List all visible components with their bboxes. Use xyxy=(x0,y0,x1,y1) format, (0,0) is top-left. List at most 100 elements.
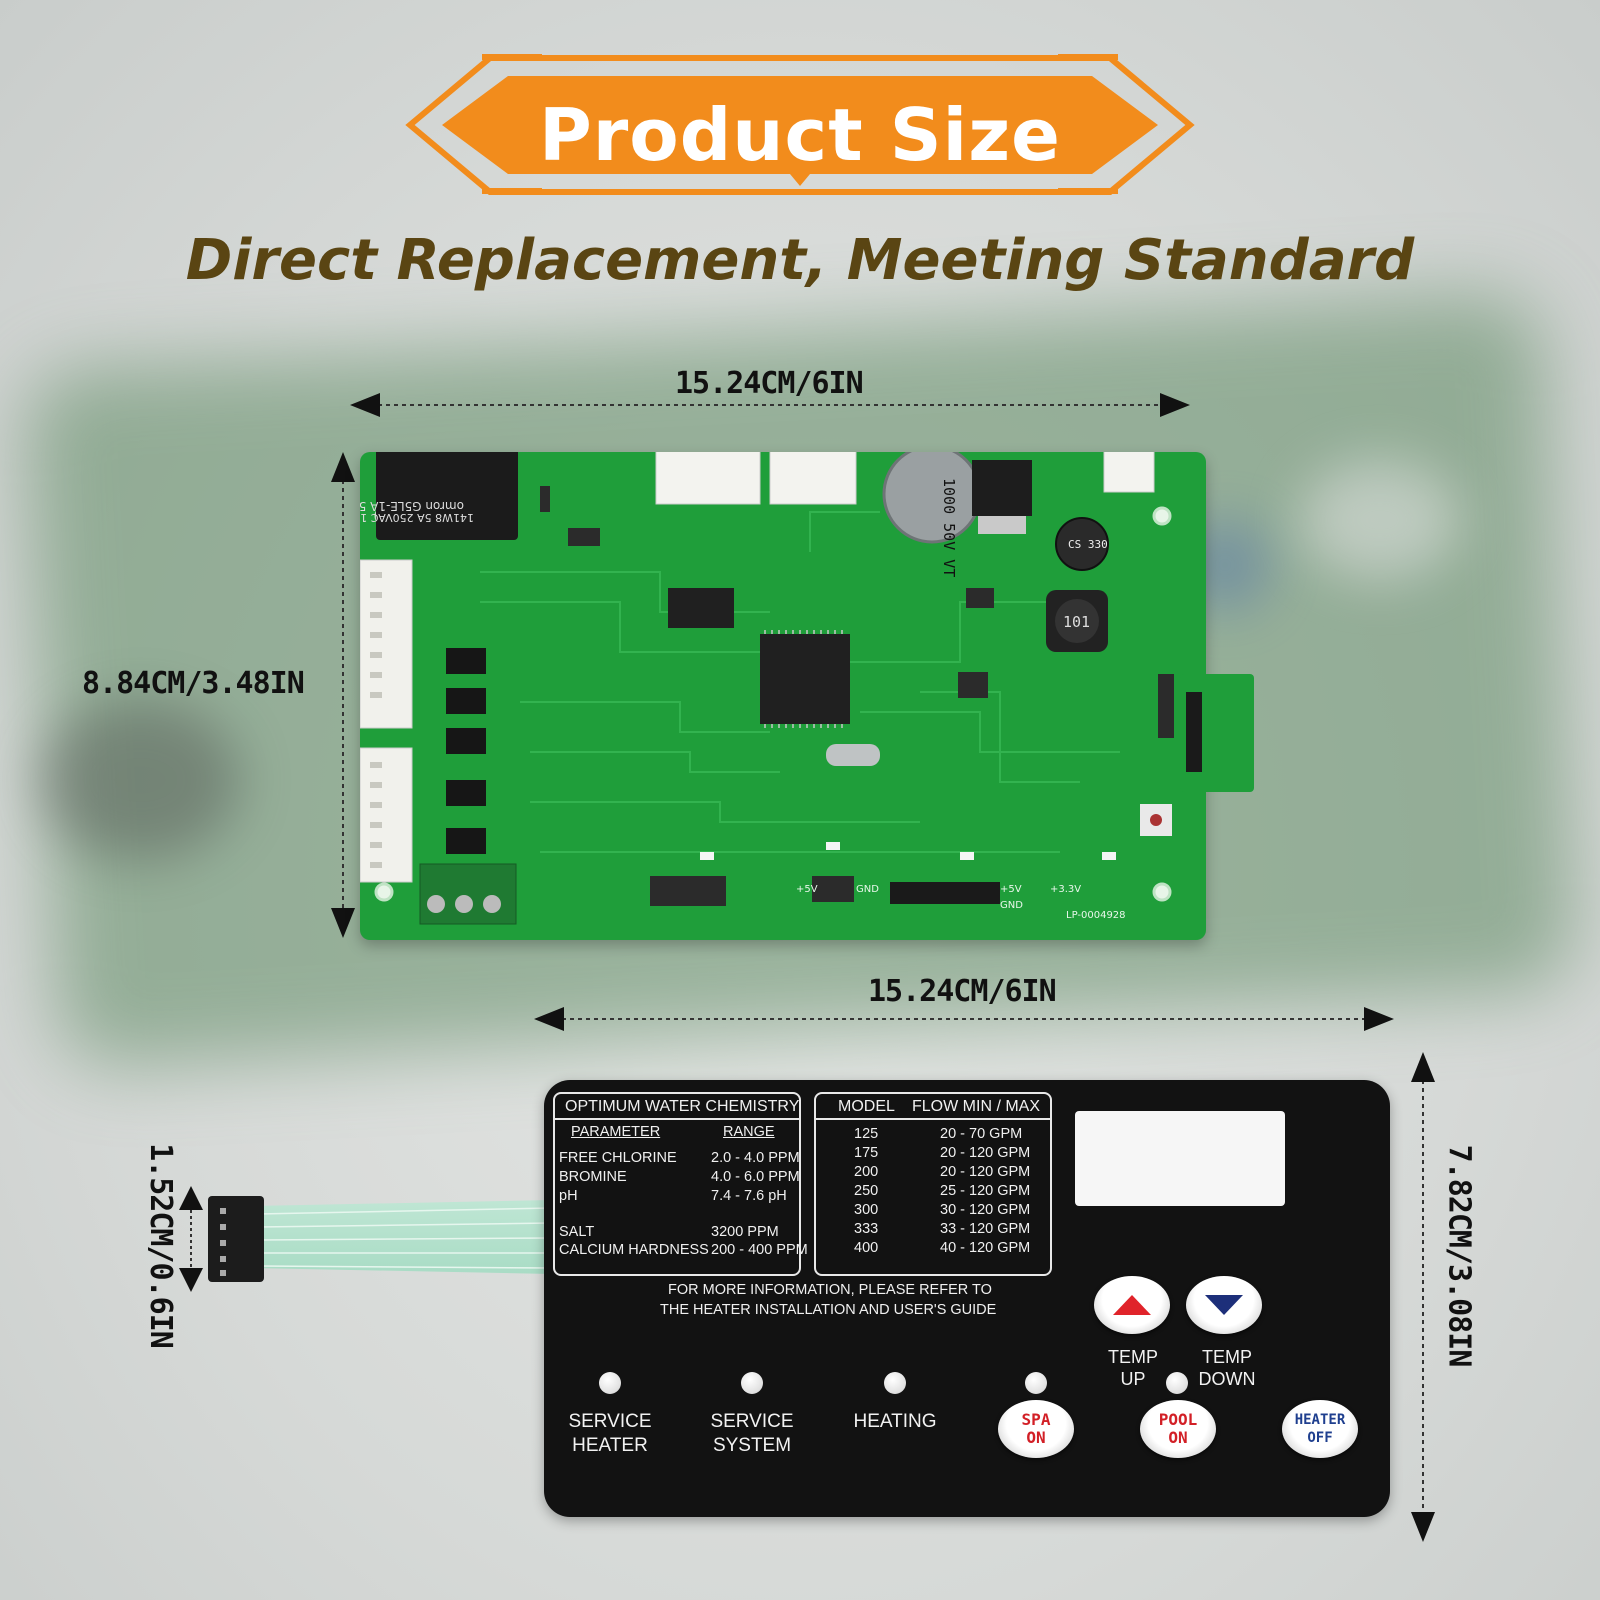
svg-text:141W8 5A 250VAC 10A 250VAC: 141W8 5A 250VAC 10A 250VAC xyxy=(360,511,474,524)
control-board-pcb: 141W8 5A 250VAC 10A 250VAC omron G5LE-1A… xyxy=(360,452,1206,940)
banner-title: Product Size xyxy=(539,93,1061,177)
svg-text:omron G5LE-1A 5VDC: omron G5LE-1A 5VDC xyxy=(360,499,464,513)
divider xyxy=(816,1118,1050,1120)
label-line: SPA xyxy=(1021,1410,1051,1429)
flow-cell: 20 - 120 GPM xyxy=(940,1164,1031,1180)
model-cell: 400 xyxy=(854,1240,879,1256)
info-line-1: FOR MORE INFORMATION, PLEASE REFER TO xyxy=(668,1282,992,1298)
pcb-width-arrow xyxy=(350,393,1190,417)
flow-cell: 25 - 120 GPM xyxy=(940,1183,1031,1199)
param-cell: CALCIUM HARDNESS xyxy=(559,1242,709,1258)
temp-up-button[interactable] xyxy=(1094,1276,1170,1334)
parameter-header: PARAMETER xyxy=(571,1124,661,1140)
param-cell: FREE CHLORINE xyxy=(559,1150,677,1166)
range-cell: 7.4 - 7.6 pH xyxy=(711,1188,787,1204)
label-line: ON xyxy=(1026,1428,1046,1447)
label-line: HEATING xyxy=(853,1411,937,1432)
heating-led xyxy=(884,1372,906,1394)
model-cell: 200 xyxy=(854,1164,879,1180)
temp-up-label: TEMP UP xyxy=(1088,1346,1178,1390)
temp-down-label: TEMP DOWN xyxy=(1182,1346,1272,1390)
label-line: TEMP xyxy=(1107,1347,1158,1367)
arrow-up-icon xyxy=(1113,1295,1151,1315)
connector-pins xyxy=(220,1208,226,1276)
flow-cell: 33 - 120 GPM xyxy=(940,1221,1031,1237)
flow-cell: 30 - 120 GPM xyxy=(940,1202,1031,1218)
svg-text:101: 101 xyxy=(1063,613,1090,631)
ribbon-traces xyxy=(258,1207,552,1269)
pool-on-button[interactable]: POOL ON xyxy=(1140,1400,1216,1458)
param-cell: pH xyxy=(559,1188,578,1204)
param-cell: SALT xyxy=(559,1224,595,1240)
heating-label: HEATING xyxy=(835,1410,955,1434)
label-line: DOWN xyxy=(1198,1369,1256,1389)
display-window xyxy=(1075,1111,1285,1206)
model-cell: 333 xyxy=(854,1221,879,1237)
ribbon-connector xyxy=(208,1196,264,1282)
label-line: SYSTEM xyxy=(712,1435,792,1456)
subtitle: Direct Replacement, Meeting Standard xyxy=(185,228,1415,293)
range-cell: 4.0 - 6.0 PPM xyxy=(711,1169,800,1185)
model-cell: 175 xyxy=(854,1145,879,1161)
label-line: TEMP xyxy=(1201,1347,1252,1367)
svg-text:+5V: +5V xyxy=(796,884,818,895)
svg-text:LP-0004928: LP-0004928 xyxy=(1066,910,1126,921)
pcb-pin-header xyxy=(1186,692,1202,772)
spa-on-button[interactable]: SPA ON xyxy=(998,1400,1074,1458)
svg-text:GND: GND xyxy=(1000,900,1023,911)
pcb-width-label: 15.24CM/6IN xyxy=(675,366,864,401)
arrow-down-icon xyxy=(1205,1295,1243,1315)
label-line: OFF xyxy=(1307,1430,1333,1446)
service-system-label: SERVICE SYSTEM xyxy=(692,1410,812,1458)
svg-text:+3.3V: +3.3V xyxy=(1050,884,1081,895)
svg-text:GND: GND xyxy=(856,884,879,895)
model-cell: 125 xyxy=(854,1126,879,1142)
keypad-membrane: OPTIMUM WATER CHEMISTRY PARAMETER RANGE … xyxy=(544,1080,1390,1517)
label-line: ON xyxy=(1168,1428,1188,1447)
button-text: POOL ON xyxy=(1159,1411,1198,1447)
flow-cell: 20 - 70 GPM xyxy=(940,1126,1023,1142)
connector-height-arrow xyxy=(179,1186,203,1292)
pool-led xyxy=(1166,1372,1188,1394)
flow-rate-table: MODEL FLOW MIN / MAX 125 20 - 70 GPM 175… xyxy=(814,1092,1052,1276)
keypad-width-arrow xyxy=(534,1007,1394,1031)
service-heater-label: SERVICE HEATER xyxy=(550,1410,670,1458)
keypad-height-label: 7.82CM/3.08IN xyxy=(1441,1144,1477,1367)
model-header: MODEL xyxy=(838,1098,895,1115)
connector-height-label: 1.52CM/0.6IN xyxy=(142,1143,178,1348)
water-chemistry-table: OPTIMUM WATER CHEMISTRY PARAMETER RANGE … xyxy=(553,1092,808,1276)
pcb-height-label: 8.84CM/3.48IN xyxy=(82,666,305,701)
range-cell: 3200 PPM xyxy=(711,1224,779,1240)
pcb-height-arrow xyxy=(331,452,355,938)
label-line: UP xyxy=(1120,1369,1146,1389)
flow-cell: 20 - 120 GPM xyxy=(940,1145,1031,1161)
service-heater-led xyxy=(599,1372,621,1394)
heater-off-button[interactable]: HEATER OFF xyxy=(1282,1400,1358,1458)
model-cell: 300 xyxy=(854,1202,879,1218)
range-cell: 200 - 400 PPM xyxy=(711,1242,808,1258)
background-blob xyxy=(1300,460,1460,580)
info-line-2: THE HEATER INSTALLATION AND USER'S GUIDE xyxy=(660,1302,997,1318)
model-cell: 250 xyxy=(854,1183,879,1199)
spa-led xyxy=(1025,1372,1047,1394)
label-line: SERVICE xyxy=(568,1411,652,1432)
flow-header: FLOW MIN / MAX xyxy=(912,1098,1040,1115)
background-blob xyxy=(40,700,240,860)
range-cell: 2.0 - 4.0 PPM xyxy=(711,1150,800,1166)
chemistry-title: OPTIMUM WATER CHEMISTRY xyxy=(565,1098,800,1115)
flow-cell: 40 - 120 GPM xyxy=(940,1240,1031,1256)
svg-text:1000 50V VT: 1000 50V VT xyxy=(940,478,958,577)
label-line: HEATER xyxy=(572,1435,648,1456)
svg-text:CS 330: CS 330 xyxy=(1068,538,1108,551)
temp-down-button[interactable] xyxy=(1186,1276,1262,1334)
label-line: POOL xyxy=(1158,1410,1198,1429)
button-text: HEATER OFF xyxy=(1295,1411,1346,1447)
divider xyxy=(555,1118,799,1120)
pcb-components: 141W8 5A 250VAC 10A 250VAC omron G5LE-1A… xyxy=(360,452,1206,925)
label-line: SERVICE xyxy=(710,1411,794,1432)
keypad-height-arrow xyxy=(1411,1052,1435,1542)
label-line: HEATER xyxy=(1294,1412,1346,1428)
service-system-led xyxy=(741,1372,763,1394)
range-header: RANGE xyxy=(723,1124,775,1140)
banner-frame xyxy=(405,54,1195,195)
